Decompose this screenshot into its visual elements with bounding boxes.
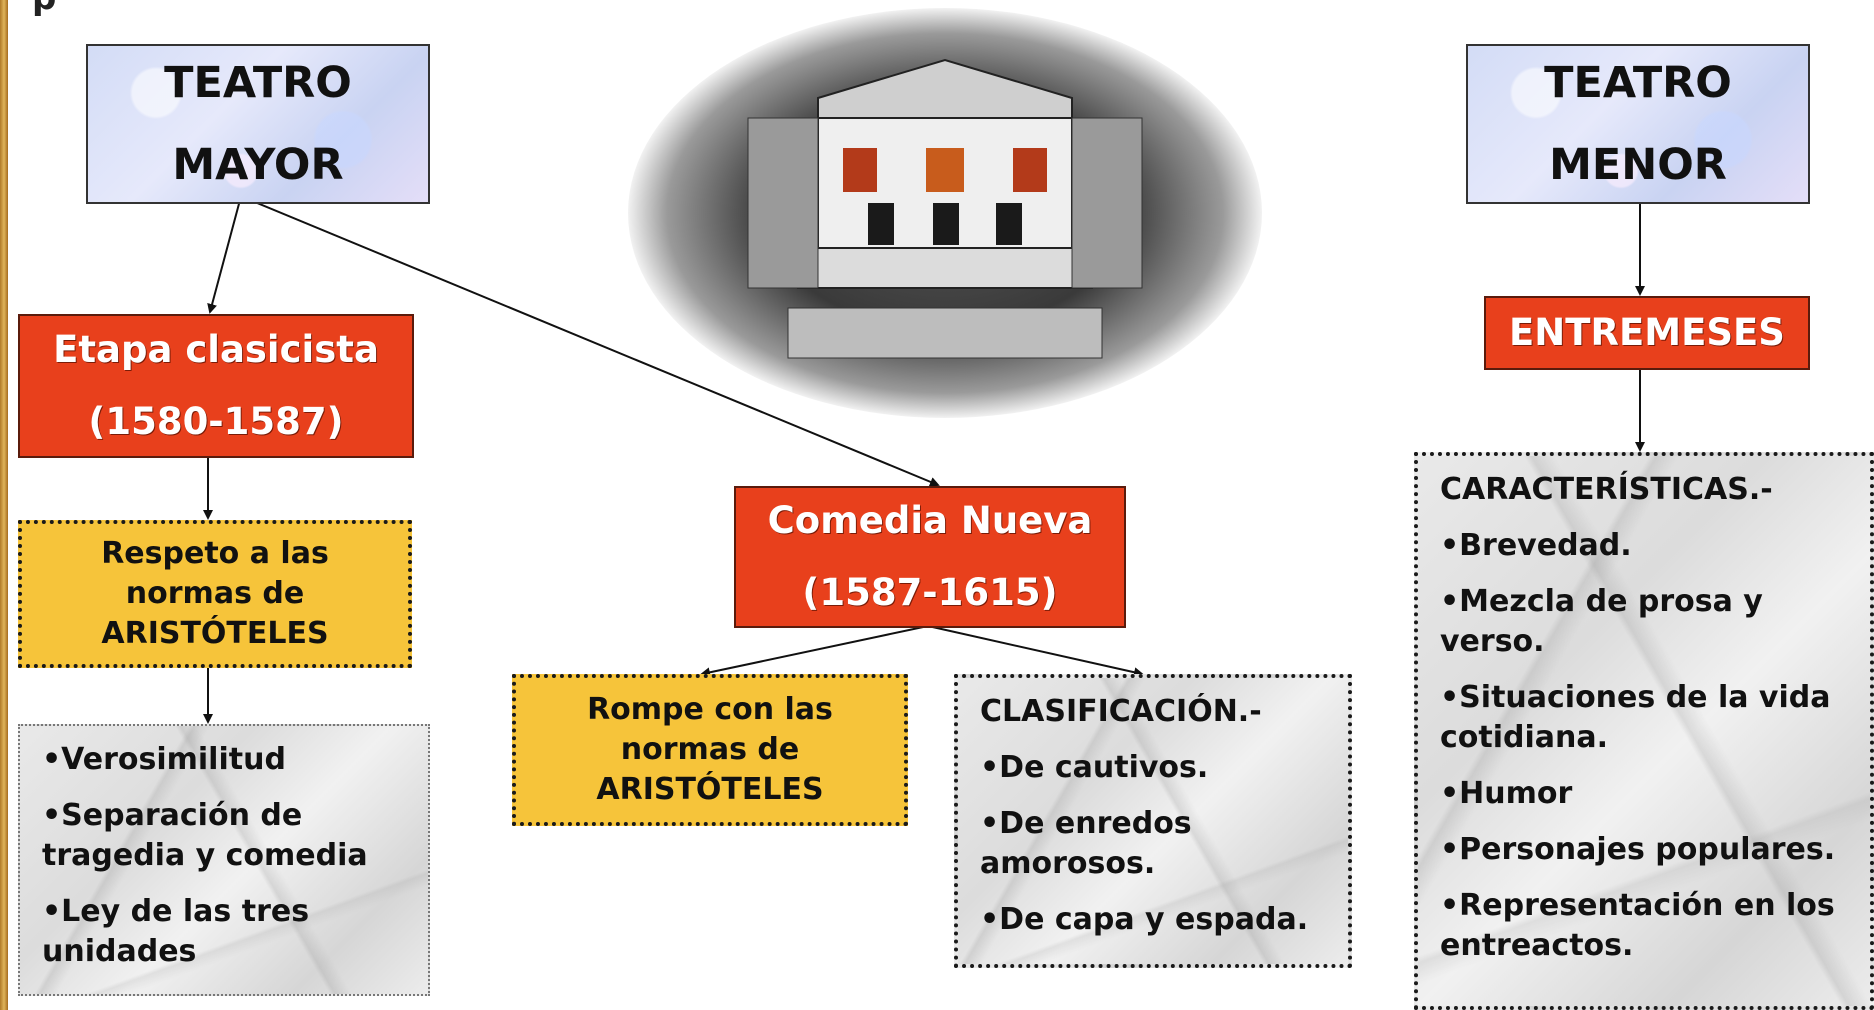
clasicista-feature-item: •Separación de tragedia y comedia [42,798,368,873]
caracteristicas-item: •Situaciones de la vida cotidiana. [1440,680,1831,755]
arrow-comedia-to-rompe [700,625,929,678]
comedia-nueva-line2: (1587-1615) [802,571,1058,614]
teatro-mayor-box: TEATRO MAYOR [86,44,430,204]
caracteristicas-item: •Humor [1440,776,1573,811]
teatro-menor-line2: MENOR [1549,140,1727,190]
left-edge-bar [0,0,8,1010]
teatro-mayor-line2: MAYOR [172,140,344,190]
rompe-line1: Rompe con las [587,692,833,727]
rompe-line3: ARISTÓTELES [596,772,824,807]
clasicista-feature-item: •Ley de las tres unidades [42,894,310,969]
caracteristicas-heading: CARACTERÍSTICAS.- [1440,472,1773,507]
entremeses-label: ENTREMESES [1509,311,1785,354]
teatro-menor-box: TEATRO MENOR [1466,44,1810,204]
clasificacion-item: •De enredos amorosos. [980,806,1192,881]
respeto-line2: normas de [125,576,305,611]
teatro-mayor-line1: TEATRO [164,58,352,108]
clasificacion-item: •De cautivos. [980,750,1209,785]
caracteristicas-item: •Mezcla de prosa y verso. [1440,584,1763,659]
rompe-line2: normas de [620,732,800,767]
arrow-mayor-to-clasicista [207,199,241,314]
respeto-normas-box: Respeto a las normas de ARISTÓTELES [18,520,412,668]
etapa-clasicista-line1: Etapa clasicista [53,328,379,371]
clasicista-feature-item: •Verosimilitud [42,742,286,777]
etapa-clasicista-box: Etapa clasicista (1580-1587) [18,314,414,458]
clasificacion-box: CLASIFICACIÓN.- •De cautivos. •De enredo… [954,674,1352,968]
respeto-line3: ARISTÓTELES [101,616,329,651]
entremeses-box: ENTREMESES [1484,296,1810,370]
arrow-mayor-to-comedia [249,199,940,487]
comedia-nueva-line1: Comedia Nueva [767,499,1093,542]
clasicista-features-box: •Verosimilitud •Separación de tragedia y… [18,724,430,996]
caracteristicas-item: •Representación en los entreactos. [1440,888,1835,963]
caracteristicas-item: •Personajes populares. [1440,832,1836,867]
clasificacion-heading: CLASIFICACIÓN.- [980,694,1262,729]
etapa-clasicista-line2: (1580-1587) [88,400,344,443]
respeto-line1: Respeto a las [101,536,329,571]
arrow-comedia-to-clasificacion [927,625,1144,678]
comedia-nueva-box: Comedia Nueva (1587-1615) [734,486,1126,628]
theater-illustration [628,8,1262,418]
header-fragment: p [32,0,56,18]
teatro-menor-line1: TEATRO [1544,58,1732,108]
caracteristicas-box: CARACTERÍSTICAS.- •Brevedad. •Mezcla de … [1414,452,1874,1010]
clasificacion-item: •De capa y espada. [980,902,1309,937]
caracteristicas-item: •Brevedad. [1440,528,1632,563]
rompe-normas-box: Rompe con las normas de ARISTÓTELES [512,674,908,826]
